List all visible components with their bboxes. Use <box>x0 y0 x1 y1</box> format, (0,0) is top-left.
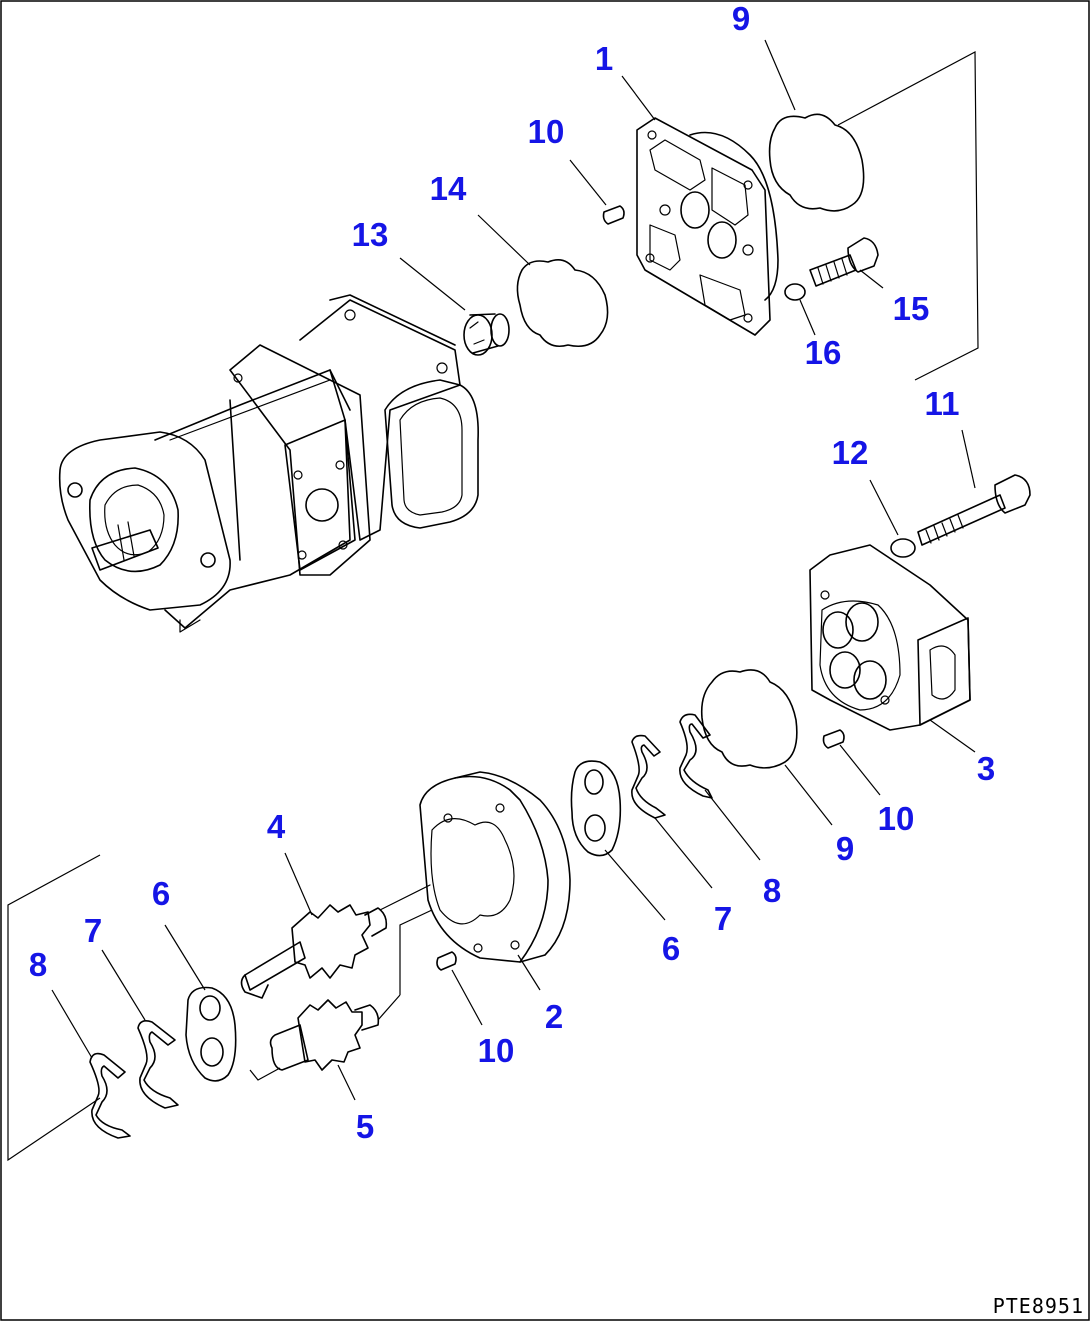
bracket-gears <box>249 909 433 1081</box>
part-11-bolt <box>917 474 1031 546</box>
callout-7-left: 7 <box>84 912 102 949</box>
callout-15: 15 <box>893 290 930 327</box>
callout-10-right: 10 <box>878 800 915 837</box>
callout-11: 11 <box>925 385 960 422</box>
part-6-plate-left <box>185 986 237 1082</box>
part-14-gasket <box>516 259 609 348</box>
part-12-washer <box>890 538 916 558</box>
part-1-cover-plate <box>636 117 779 336</box>
part-2-gear-housing <box>419 771 571 963</box>
callout-7-mid: 7 <box>714 900 732 937</box>
bracket-upper <box>837 51 979 381</box>
part-4-drive-gear <box>240 884 431 999</box>
part-3-rear-housing <box>809 544 971 731</box>
callout-6-mid: 6 <box>662 930 680 967</box>
callout-16: 16 <box>805 334 842 371</box>
callout-10-bottom: 10 <box>478 1032 515 1069</box>
part-9-gasket-top <box>768 113 865 212</box>
drawing-number: PTE8951 <box>993 1294 1084 1318</box>
part-15-bolt <box>809 237 879 287</box>
callout-5: 5 <box>356 1108 374 1145</box>
part-8-seal-left <box>89 1052 131 1139</box>
part-6-plate-mid <box>570 760 622 857</box>
part-7-seal-left <box>137 1020 179 1109</box>
callout-13: 13 <box>352 216 389 253</box>
callout-9-mid: 9 <box>836 830 854 867</box>
part-7-seal-mid <box>631 734 666 819</box>
callout-4: 4 <box>267 808 286 845</box>
callout-8-mid: 8 <box>763 872 781 909</box>
callout-12: 12 <box>832 434 869 471</box>
part-10-pin-top <box>602 205 625 225</box>
leader-lines <box>51 39 976 1101</box>
bracket-lower <box>7 854 101 1162</box>
part-9-gasket-mid <box>700 669 798 769</box>
part-13-bushing <box>463 313 510 356</box>
part-8-seal-mid <box>679 713 713 799</box>
part-10-pin-right <box>822 729 845 749</box>
pump-assembly <box>58 294 479 633</box>
callout-9-top: 9 <box>732 0 750 37</box>
callout-3: 3 <box>977 750 995 787</box>
part-16-washer <box>784 283 806 301</box>
part-5-driven-gear <box>269 999 380 1071</box>
part-10-pin-bottom <box>436 951 457 971</box>
callout-8-left: 8 <box>29 946 47 983</box>
callout-6-left: 6 <box>152 875 170 912</box>
callout-10-top: 10 <box>528 113 565 150</box>
callout-14: 14 <box>430 170 467 207</box>
callout-2: 2 <box>545 998 563 1035</box>
callout-1: 1 <box>595 40 613 77</box>
